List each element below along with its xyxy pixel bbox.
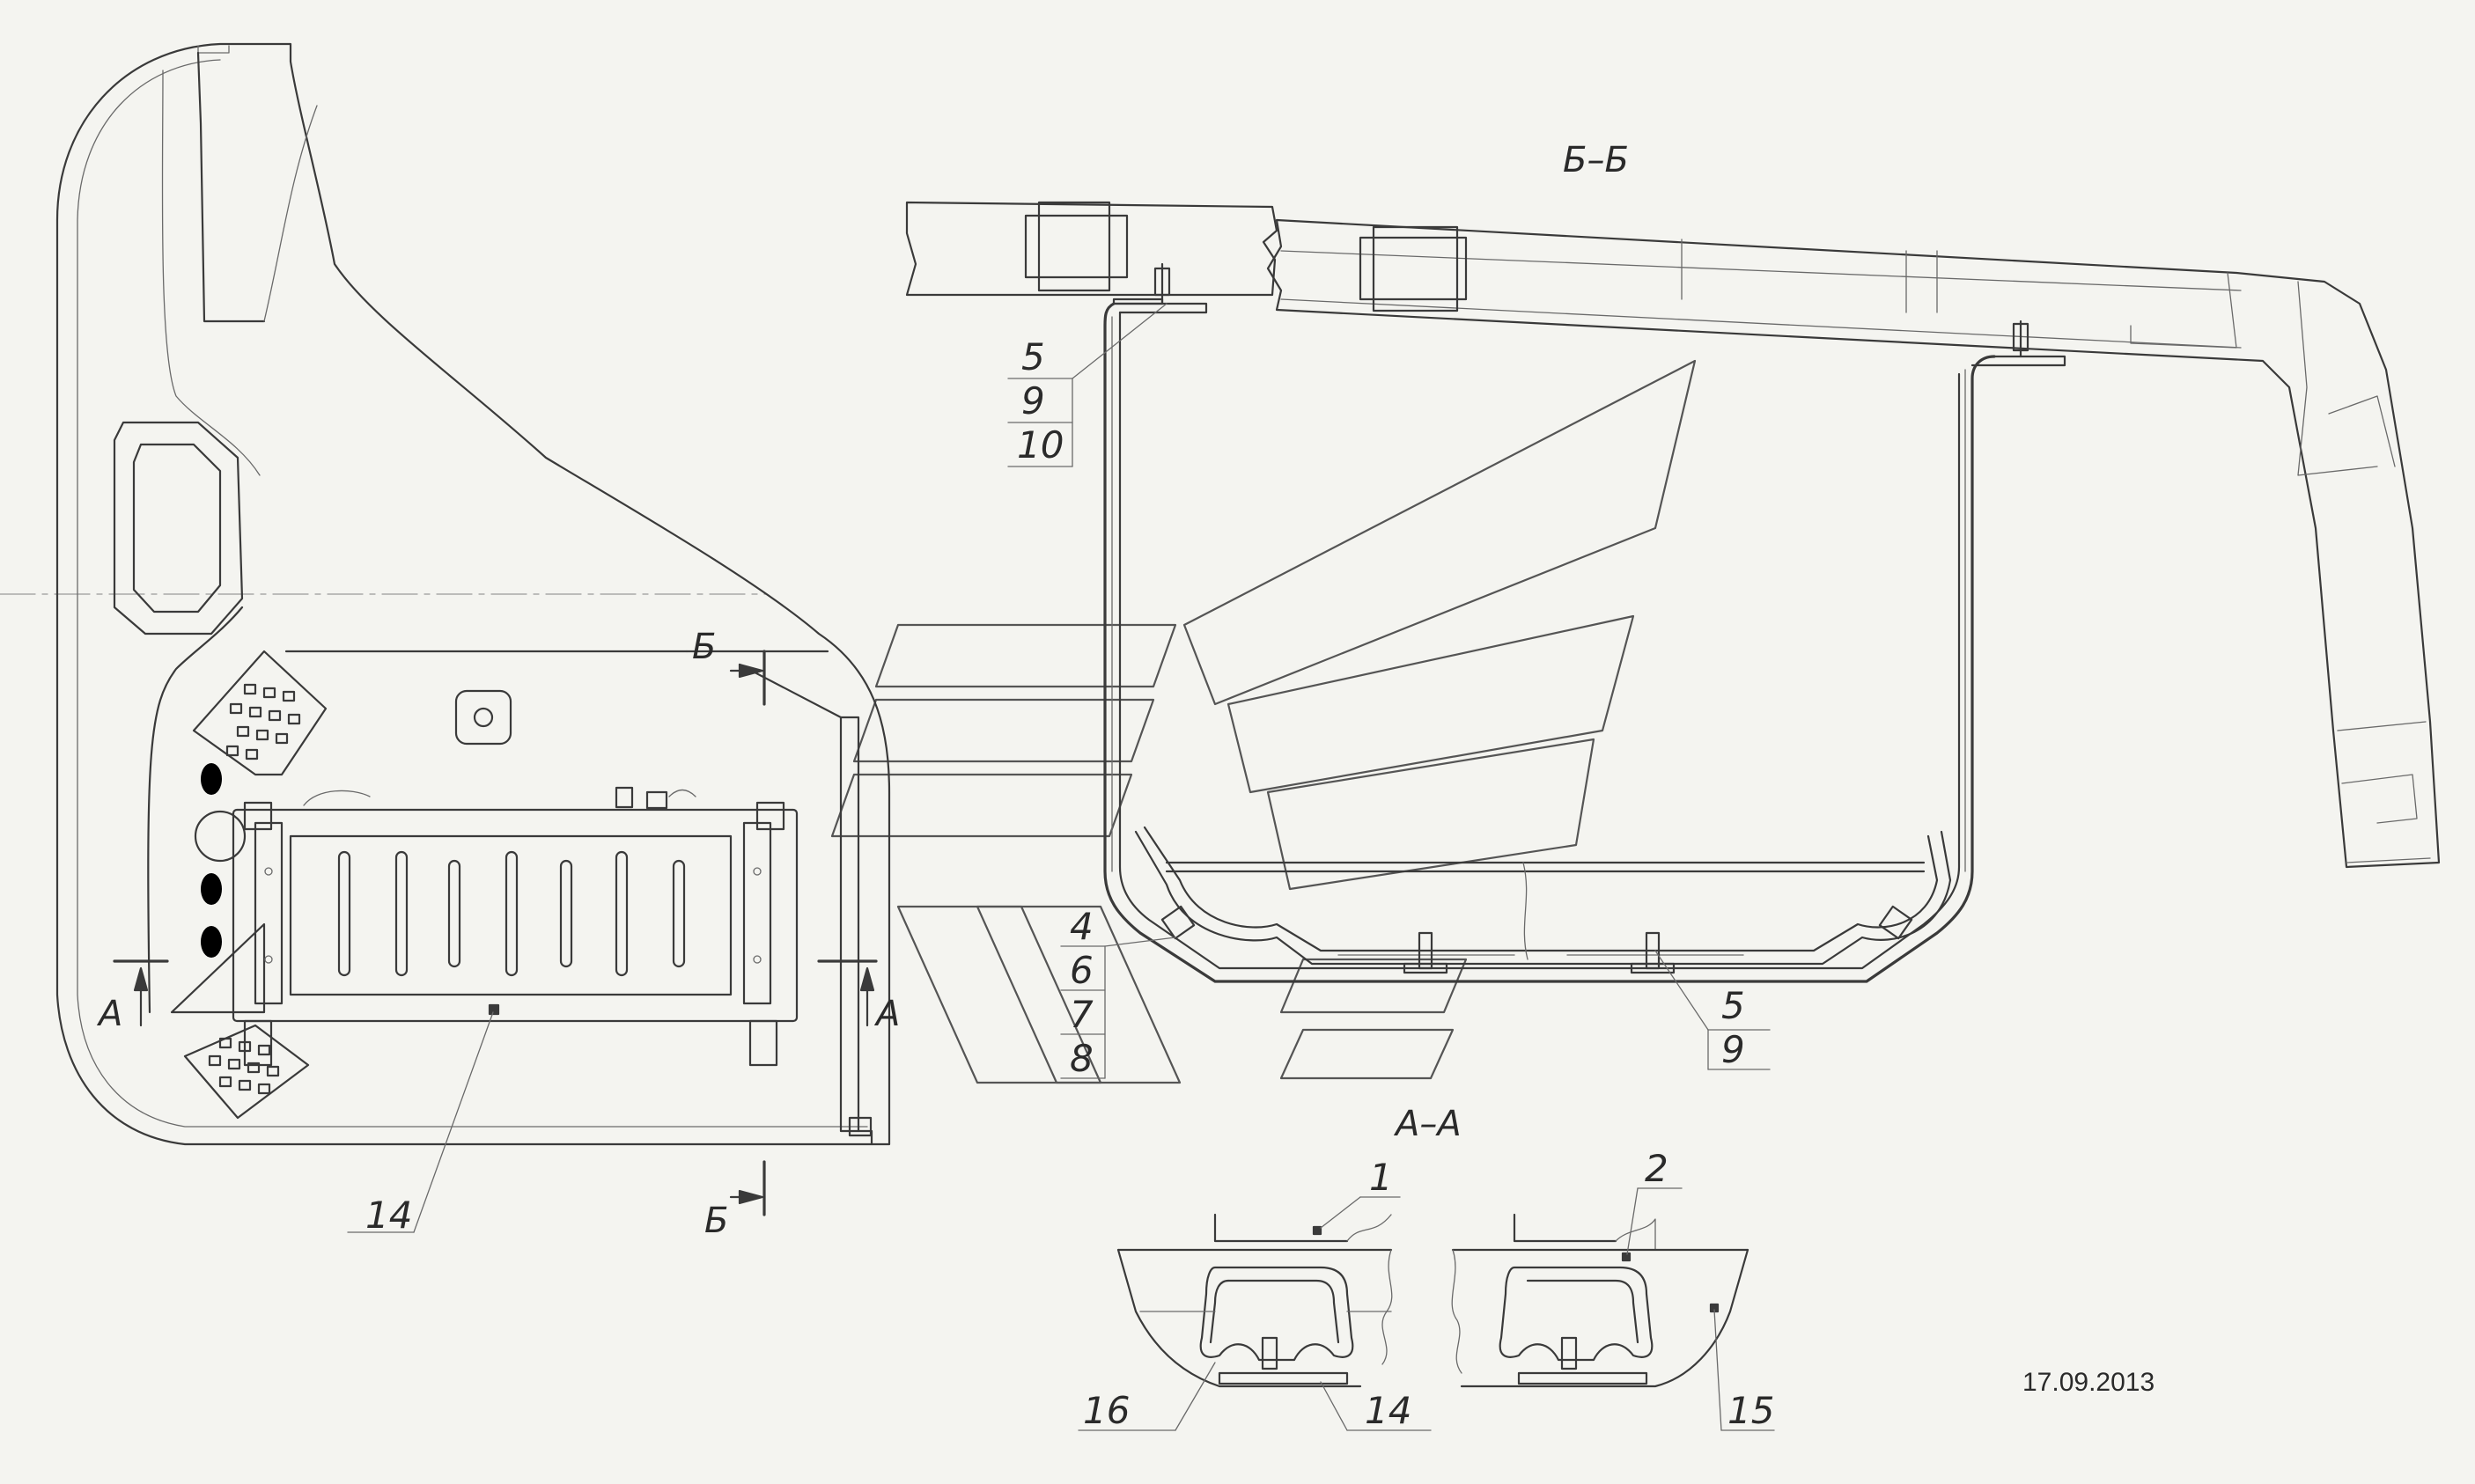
callout-4: 4: [1070, 905, 1094, 948]
callout-8: 8: [1070, 1037, 1094, 1080]
callout-5-top: 5: [1021, 335, 1045, 378]
section-aa: А–А 1 2: [1078, 1104, 1775, 1432]
callout-aa-14: 14: [1320, 1381, 1432, 1432]
callout-14-aa: 14: [1365, 1389, 1411, 1432]
callout-10-top: 10: [1017, 423, 1064, 467]
cut-marker-a-left: А: [96, 959, 169, 1034]
callout-9-bottom: 9: [1721, 1028, 1745, 1071]
callout-aa-1: 1: [1320, 1156, 1401, 1229]
cut-marker-b-top: Б: [692, 627, 766, 706]
callout-stack-top-left: 5 9 10: [1007, 303, 1168, 467]
callout-9-top: 9: [1021, 379, 1045, 422]
callout-stack-bottom-right: 5 9: [1654, 950, 1771, 1071]
callout-16: 16: [1083, 1389, 1130, 1432]
cut-label-a-left: А: [96, 994, 122, 1034]
cut-label-b-top: Б: [692, 627, 716, 667]
callout-6: 6: [1070, 949, 1094, 992]
cut-label-b-bottom: Б: [704, 1201, 728, 1241]
callout-aa-16: 16: [1078, 1362, 1216, 1432]
callout-aa-15: 15: [1713, 1309, 1775, 1432]
plan-view: А А Б Б 14: [55, 42, 900, 1241]
callout-14-plan: 14: [365, 1194, 412, 1237]
cut-marker-b-bottom: Б: [704, 1160, 766, 1241]
section-bb: Б–Б: [905, 140, 2441, 1080]
callout-5-bottom: 5: [1721, 984, 1745, 1027]
section-bb-title: Б–Б: [1563, 140, 1629, 180]
section-aa-title: А–А: [1393, 1104, 1462, 1144]
drawing-date: 17.09.2013: [2022, 1368, 2155, 1397]
callout-15: 15: [1727, 1389, 1774, 1432]
cut-label-a-right: А: [873, 994, 900, 1034]
callout-2: 2: [1645, 1147, 1668, 1190]
callout-plan-battery: 14: [347, 1011, 494, 1237]
battery-assembly: [232, 786, 799, 1067]
callout-stack-bottom-left: 4 6 7 8: [1060, 905, 1176, 1080]
cut-marker-a-right: А: [817, 959, 900, 1034]
callout-7: 7: [1070, 993, 1094, 1036]
watermark-logo: [830, 359, 1697, 1084]
callout-aa-2: 2: [1626, 1147, 1683, 1255]
callout-1: 1: [1369, 1156, 1393, 1199]
